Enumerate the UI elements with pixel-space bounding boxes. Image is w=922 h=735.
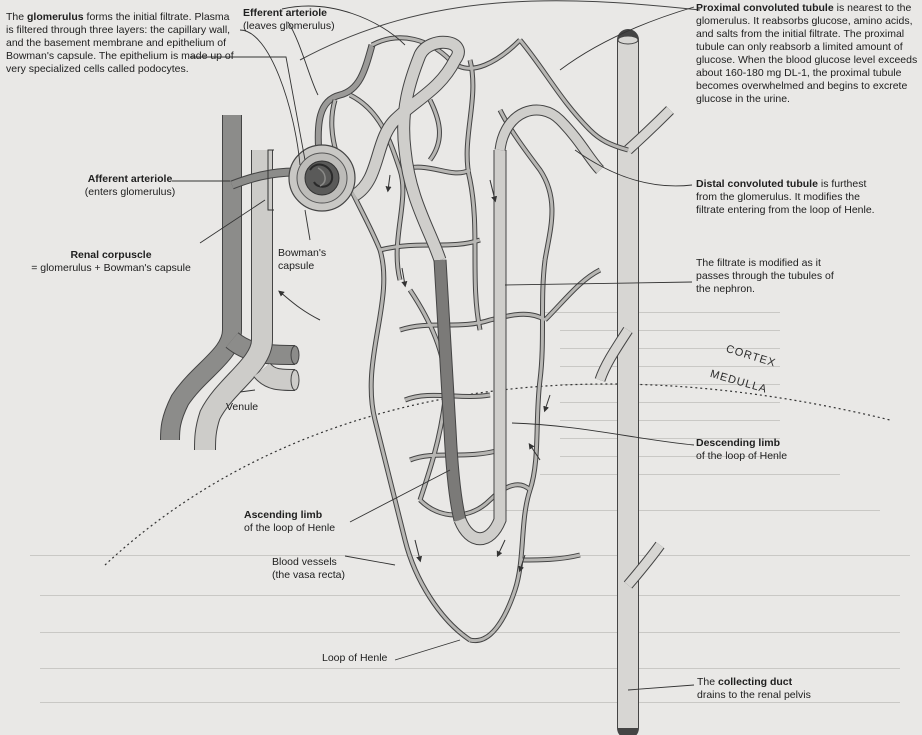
collecting-duct-term: collecting duct (718, 676, 792, 688)
venule-text: Venule (226, 401, 258, 413)
descending-limb-label: Descending limb of the loop of Henle (696, 437, 836, 463)
proximal-tubule-label: Proximal convoluted tubule is nearest to… (696, 2, 918, 106)
efferent-arteriole-sub: (leaves glomerulus) (243, 20, 335, 32)
efferent-arteriole-title: Efferent arteriole (243, 7, 327, 19)
ascending-limb-label: Ascending limb of the loop of Henle (244, 509, 374, 535)
ascending-limb-title: Ascending limb (244, 509, 322, 521)
collecting-duct-sub: drains to the renal pelvis (697, 689, 811, 701)
descending-limb-title: Descending limb (696, 437, 780, 449)
bowmans-capsule-label: Bowman's capsule (278, 247, 358, 273)
renal-corpuscle-sub: = glomerulus + Bowman's capsule (31, 262, 191, 274)
loop-of-henle-text: Loop of Henle (322, 652, 387, 664)
bowmans-capsule-line2: capsule (278, 260, 314, 272)
efferent-arteriole-label: Efferent arteriole (leaves glomerulus) (243, 7, 383, 33)
collecting-duct-label: The collecting duct drains to the renal … (697, 676, 847, 702)
distal-tubule-label: Distal convoluted tubule is furthest fro… (696, 178, 876, 217)
glomerulus-label-pre: The (6, 11, 27, 23)
blood-vessels-label: Blood vessels (the vasa recta) (272, 556, 382, 582)
ascending-limb-sub: of the loop of Henle (244, 522, 335, 534)
distal-tubule-term: Distal convoluted tubule (696, 178, 818, 190)
filtrate-label: The filtrate is modified as it passes th… (696, 257, 836, 296)
proximal-tubule-description: is nearest to the glomerulus. It reabsor… (696, 2, 917, 105)
glomerulus-label: The glomerulus forms the initial filtrat… (6, 11, 238, 76)
renal-vessels (170, 115, 299, 450)
loop-of-henle-label: Loop of Henle (322, 652, 412, 665)
collecting-duct (600, 36, 670, 728)
renal-corpuscle-label: Renal corpuscle = glomerulus + Bowman's … (6, 249, 216, 275)
glomerulus-term: glomerulus (27, 11, 84, 23)
descending-limb-sub: of the loop of Henle (696, 450, 787, 462)
renal-corpuscle-title: Renal corpuscle (70, 249, 151, 261)
blood-vessels-line2: (the vasa recta) (272, 569, 345, 581)
venule-label: Venule (226, 401, 286, 414)
afferent-arteriole-label: Afferent arteriole (enters glomerulus) (60, 173, 200, 199)
blood-vessels-line1: Blood vessels (272, 556, 337, 568)
filtrate-text: The filtrate is modified as it passes th… (696, 257, 834, 295)
capillary-network-fill (332, 38, 628, 641)
afferent-arteriole-title: Afferent arteriole (88, 173, 173, 185)
collecting-duct-pre: The (697, 676, 718, 688)
proximal-tubule-term: Proximal convoluted tubule (696, 2, 834, 14)
afferent-arteriole-sub: (enters glomerulus) (85, 186, 175, 198)
bowmans-capsule-line1: Bowman's (278, 247, 326, 259)
